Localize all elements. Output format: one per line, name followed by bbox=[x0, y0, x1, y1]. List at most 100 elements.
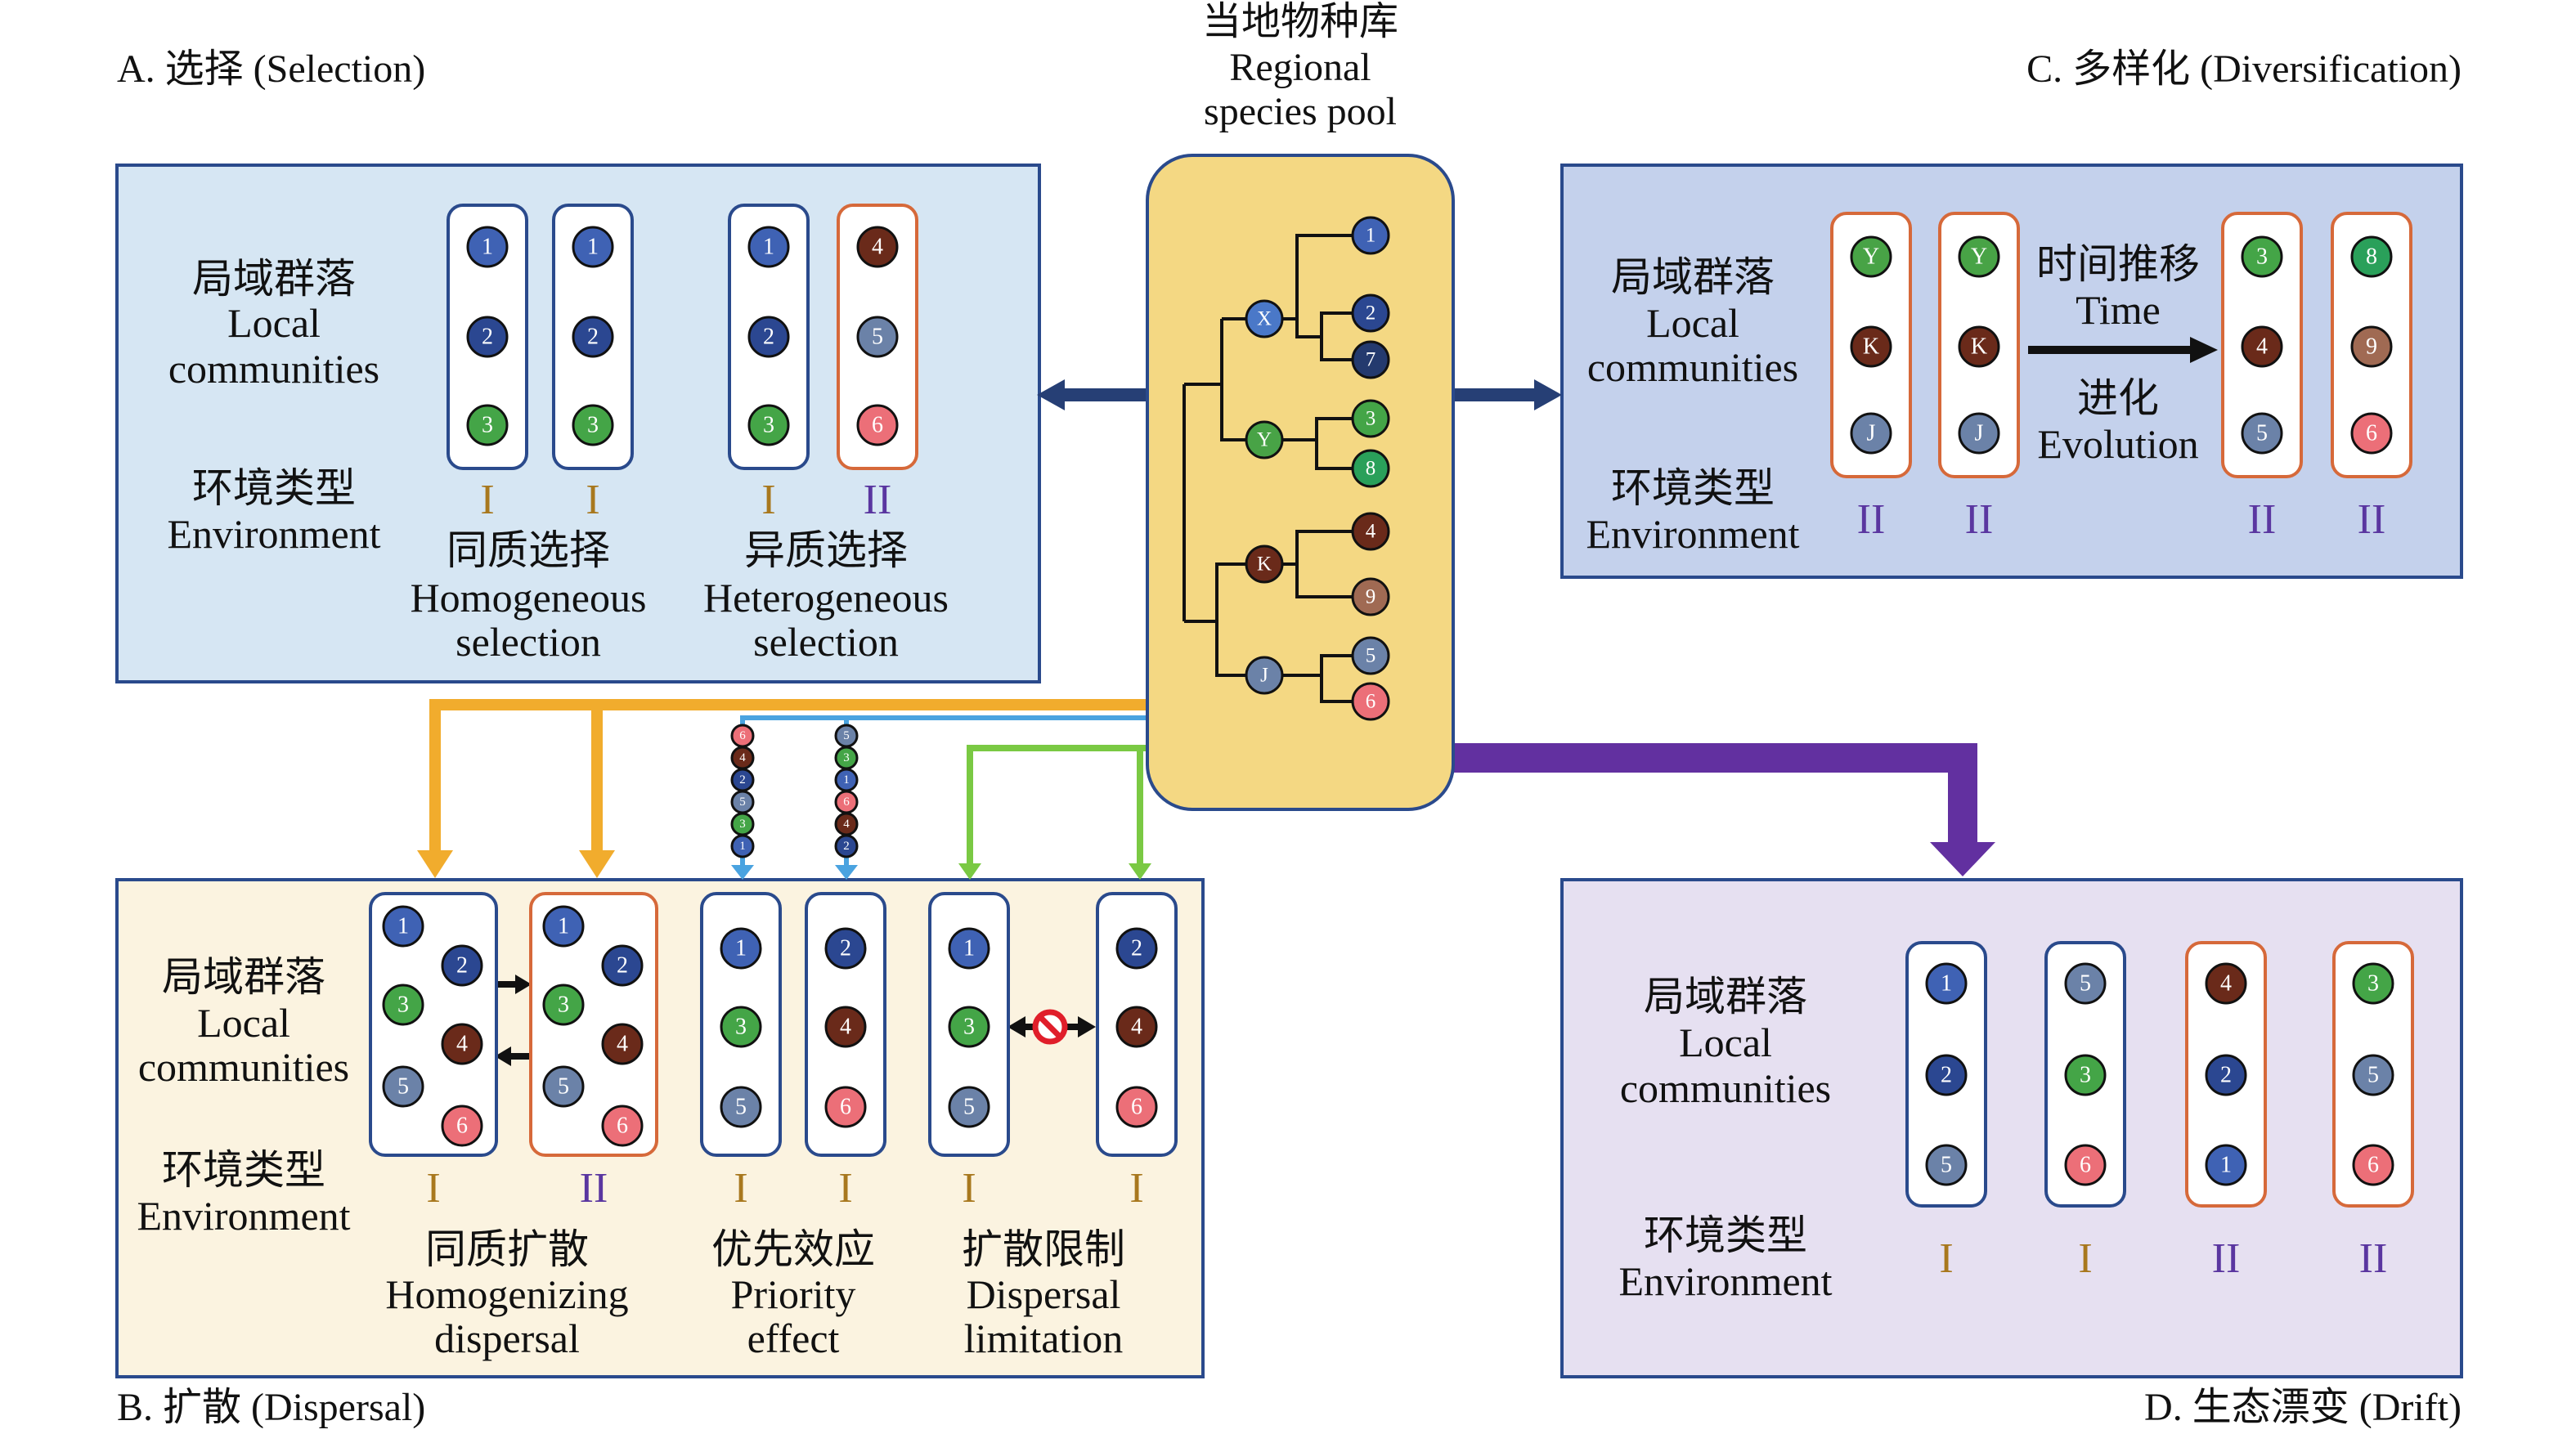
panel-a-species-circle-label: 1 bbox=[763, 235, 774, 260]
panel-d-species-circle: 5 bbox=[2064, 962, 2107, 1005]
panel-a-species-circle: 3 bbox=[466, 404, 509, 446]
panel-a-species-circle: 3 bbox=[747, 404, 790, 446]
panel-a-species-circle: 1 bbox=[572, 226, 614, 268]
arrival-species-circle-label: 1 bbox=[739, 840, 746, 853]
panel-a-local-en-1: Local bbox=[227, 300, 321, 346]
panel-d-env-label-1: I bbox=[1939, 1235, 1953, 1282]
panel-b-species-circle-label: 2 bbox=[1131, 936, 1142, 961]
arrival-species-circle-label: 3 bbox=[739, 818, 746, 831]
arrival-species-circle-label: 1 bbox=[843, 773, 850, 786]
panel-d-species-circle-label: 5 bbox=[2367, 1063, 2379, 1088]
panel-d-species-circle: 5 bbox=[1925, 1144, 1968, 1186]
arrival-species-circle: 1 bbox=[730, 834, 755, 858]
arrival-species-circle: 2 bbox=[834, 834, 859, 858]
panel-d-species-circle: 6 bbox=[2064, 1144, 2107, 1186]
panel-a-local-cn: 局域群落 bbox=[192, 256, 356, 302]
panel-c-evo-cn: 进化 bbox=[2077, 375, 2159, 421]
panel-a-env-label-4: II bbox=[864, 477, 892, 523]
phylogeny-tip-label: 4 bbox=[1366, 521, 1376, 543]
panel-a-species-circle-label: 6 bbox=[872, 413, 883, 438]
panel-b-species-circle-label: 3 bbox=[558, 993, 569, 1018]
panel-c-local-en-1: Local bbox=[1646, 300, 1739, 346]
panel-b-species-circle: 5 bbox=[382, 1065, 424, 1108]
panel-b-species-circle: 4 bbox=[824, 1006, 867, 1048]
dispersal-barrier bbox=[1008, 1009, 1096, 1045]
arrival-species-circle-label: 2 bbox=[739, 773, 746, 786]
phylogeny-tip: 9 bbox=[1351, 577, 1390, 616]
phylogeny-tip-label: 1 bbox=[1366, 225, 1376, 247]
panel-b-species-circle-label: 1 bbox=[558, 914, 569, 939]
panel-c-time-cn: 时间推移 bbox=[2036, 241, 2200, 287]
panel-b-lim-en-2: limitation bbox=[964, 1315, 1123, 1361]
arrival-species-circle: 4 bbox=[730, 746, 755, 770]
phylogeny-node-label: J bbox=[1260, 665, 1268, 687]
panel-a-species-circle-label: 2 bbox=[763, 325, 774, 350]
panel-a-species-circle-label: 1 bbox=[482, 235, 493, 260]
panel-c-env-label-3: II bbox=[2248, 496, 2277, 543]
phylogeny-node: K bbox=[1245, 544, 1284, 584]
panel-a-species-circle: 2 bbox=[572, 316, 614, 358]
panel-c-species-circle-label: Y bbox=[1971, 244, 1987, 270]
panel-c-local-cn: 局域群落 bbox=[1611, 254, 1775, 300]
panel-c-species-circle: 5 bbox=[2241, 412, 2283, 455]
panel-b-species-circle-label: 3 bbox=[397, 993, 409, 1018]
panel-d-species-circle-label: 3 bbox=[2080, 1063, 2091, 1088]
arrival-species-circle-label: 4 bbox=[739, 751, 746, 764]
panel-b-species-circle: 6 bbox=[1115, 1086, 1158, 1128]
panel-b-local-cn: 局域群落 bbox=[162, 954, 325, 1000]
panel-d-local-en-2: communities bbox=[1620, 1065, 1831, 1111]
panel-b-species-circle-label: 4 bbox=[617, 1032, 628, 1057]
panel-c-species-circle-label: 9 bbox=[2366, 334, 2377, 360]
panel-b-species-circle: 3 bbox=[382, 984, 424, 1026]
panel-c-env-cn: 环境类型 bbox=[1611, 465, 1775, 511]
panel-b-species-circle: 2 bbox=[441, 944, 483, 987]
panel-d-species-circle-label: 1 bbox=[2220, 1153, 2232, 1178]
panel-a-species-circle-label: 3 bbox=[482, 413, 493, 438]
panel-a-env-cn: 环境类型 bbox=[192, 465, 356, 511]
panel-a-species-circle-label: 3 bbox=[763, 413, 774, 438]
arrival-species-circle-label: 4 bbox=[843, 818, 850, 831]
panel-a-species-circle-label: 5 bbox=[872, 325, 883, 350]
phylogeny-tip: 8 bbox=[1351, 449, 1390, 488]
panel-c-species-circle: J bbox=[1958, 412, 2000, 455]
arrival-species-circle-label: 6 bbox=[843, 795, 850, 809]
panel-b-species-circle: 1 bbox=[542, 905, 585, 948]
panel-b-species-circle: 5 bbox=[720, 1086, 762, 1128]
panel-b-lim-en-1: Dispersal bbox=[967, 1271, 1121, 1317]
panel-b-homo-cn: 同质扩散 bbox=[425, 1226, 589, 1272]
phylogeny-tip-label: 8 bbox=[1366, 458, 1376, 480]
panel-d-species-circle: 6 bbox=[2352, 1144, 2394, 1186]
panel-d-species-circle-label: 2 bbox=[2220, 1063, 2232, 1088]
panel-b-title: B. 扩散 (Dispersal) bbox=[117, 1386, 425, 1429]
arrival-species-circle-label: 6 bbox=[739, 729, 746, 742]
phylogeny-node-label: Y bbox=[1257, 429, 1272, 451]
panel-b-local-en-2: communities bbox=[138, 1044, 349, 1090]
panel-b-species-circle-label: 3 bbox=[735, 1015, 747, 1040]
pool-title-en-2: species pool bbox=[1204, 90, 1397, 133]
panel-d-species-circle: 1 bbox=[2205, 1144, 2247, 1186]
panel-c-species-circle-label: Y bbox=[1863, 244, 1879, 270]
panel-c-env-label-2: II bbox=[1965, 496, 1994, 543]
panel-b-species-circle-label: 2 bbox=[840, 936, 851, 961]
panel-a-env-label-3: I bbox=[761, 477, 775, 523]
phylogeny-tip-label: 9 bbox=[1366, 586, 1376, 608]
phylogeny-tip: 5 bbox=[1351, 636, 1390, 675]
panel-d-title: D. 生态漂变 (Drift) bbox=[2144, 1386, 2462, 1429]
panel-b-lim-cn: 扩散限制 bbox=[962, 1226, 1125, 1272]
panel-b-species-circle: 3 bbox=[948, 1006, 990, 1048]
panel-b-env-label-4: I bbox=[838, 1165, 852, 1212]
panel-a-species-circle-label: 4 bbox=[872, 235, 883, 260]
panel-b-species-circle: 2 bbox=[1115, 927, 1158, 970]
panel-a-species-circle: 6 bbox=[856, 404, 899, 446]
panel-a-species-circle-label: 2 bbox=[482, 325, 493, 350]
panel-b-env-cn: 环境类型 bbox=[162, 1147, 325, 1193]
panel-d-box bbox=[1560, 878, 2463, 1378]
panel-c-evo-en: Evolution bbox=[2037, 421, 2198, 467]
panel-b-prio-en-1: Priority bbox=[731, 1271, 856, 1317]
panel-b-homo-en-2: dispersal bbox=[434, 1315, 580, 1361]
panel-d-species-circle: 1 bbox=[1925, 962, 1968, 1005]
pool-title-cn: 当地物种库 bbox=[1202, 0, 1398, 43]
pool-arrows bbox=[417, 379, 1995, 880]
panel-c-species-circle: 8 bbox=[2350, 235, 2393, 278]
community-boxes: 123I123I123I456IIYKJIIYKJII345II896II125… bbox=[369, 204, 2414, 1282]
